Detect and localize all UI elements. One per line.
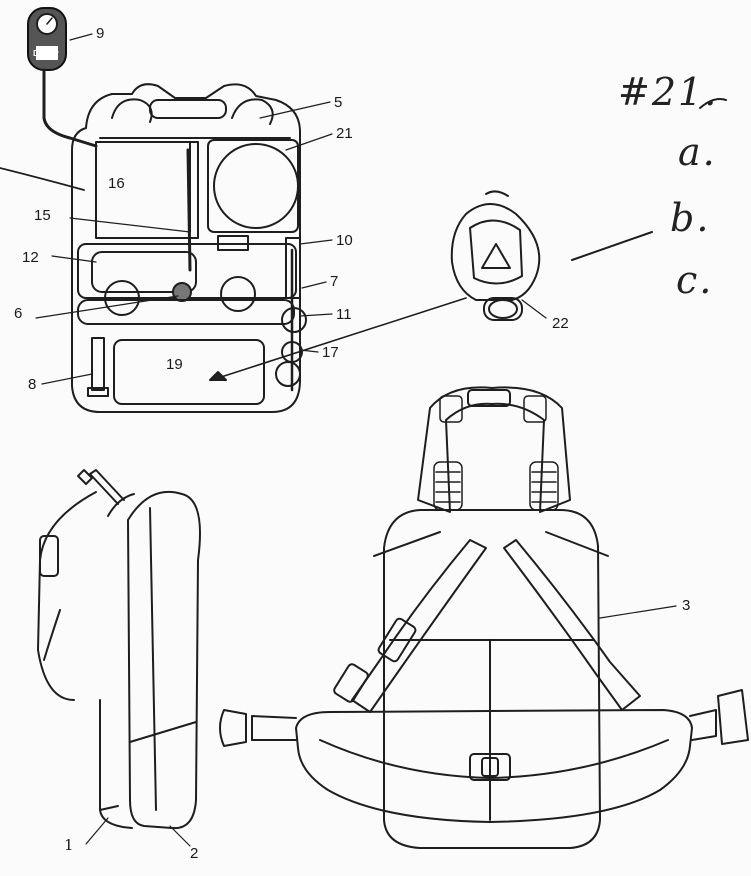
callout-3: 3 — [682, 597, 691, 614]
face-mask-icon — [217, 190, 653, 379]
back-plate — [71, 83, 301, 413]
gauge-brand-label: Dräger — [33, 49, 59, 58]
callout-9: 9 — [96, 25, 105, 42]
handwritten-line-a: a. — [678, 130, 717, 174]
front-view-apparatus — [27, 7, 307, 413]
callout-1: 1 — [64, 836, 74, 854]
callout-17: 17 — [322, 344, 339, 361]
handwritten-line-b: b. — [670, 196, 711, 240]
side-view-apparatus — [37, 469, 201, 847]
callout-19: 19 — [166, 356, 183, 373]
callout-15: 15 — [34, 207, 51, 224]
handwritten-dash — [699, 98, 727, 109]
callout-21: 21 — [336, 125, 353, 142]
callout-7: 7 — [330, 273, 339, 290]
handwritten-line-c: c. — [676, 258, 714, 302]
callout-16: 16 — [108, 175, 125, 192]
pressure-gauge-icon — [27, 7, 98, 148]
callout-12: 12 — [22, 249, 39, 266]
callout-22: 22 — [552, 315, 569, 332]
callout-10: 10 — [336, 232, 353, 249]
leader-lines — [0, 33, 333, 385]
callout-2: 2 — [190, 845, 199, 862]
callout-6: 6 — [14, 305, 23, 322]
handwritten-heading: #21. — [618, 70, 719, 114]
back-view-harness — [219, 386, 749, 849]
callout-5: 5 — [334, 94, 343, 111]
callout-11: 11 — [336, 306, 352, 323]
callout-8: 8 — [28, 376, 37, 393]
